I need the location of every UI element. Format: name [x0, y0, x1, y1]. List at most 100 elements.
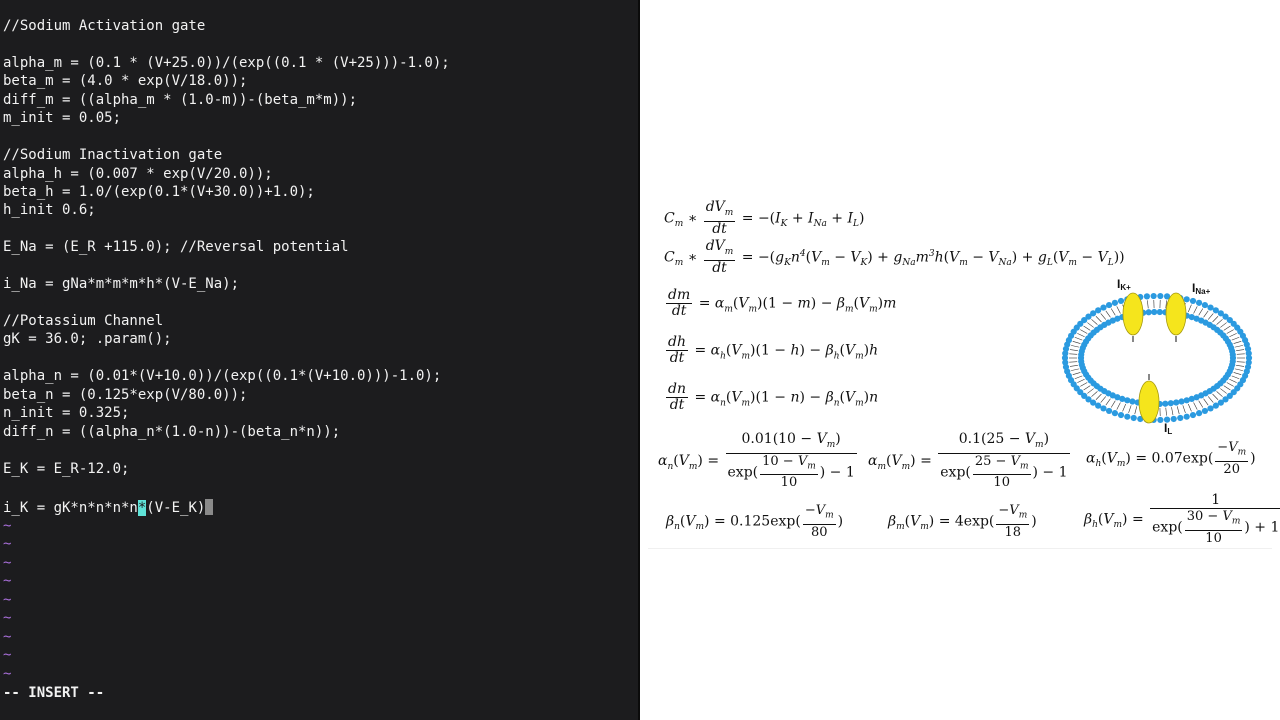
- code-line[interactable]: [3, 257, 450, 275]
- current-line[interactable]: i_K = gK*n*n*n*n*(V-E_K): [3, 499, 214, 517]
- current-line-after: (V-E_K): [146, 500, 206, 516]
- lipid-head: [1100, 304, 1107, 311]
- lipid-tail: [1193, 402, 1198, 410]
- code-line[interactable]: [3, 478, 450, 496]
- code-line[interactable]: alpha_h = (0.007 * exp(V/20.0));: [3, 165, 273, 182]
- lipid-tail: [1233, 372, 1242, 375]
- lipid-tail: [1087, 388, 1094, 394]
- lipid-head: [1222, 396, 1229, 403]
- lipid-tail: [1176, 406, 1180, 415]
- lipid-head: [1081, 317, 1088, 324]
- lipid-head: [1188, 313, 1195, 321]
- lipid-tail: [1100, 396, 1107, 403]
- lipid-head: [1188, 395, 1195, 403]
- lipid-head: [1189, 297, 1197, 305]
- lipid-tail: [1226, 382, 1234, 387]
- lipid-tail: [1074, 337, 1083, 341]
- empty-line-tilde: ~: [3, 591, 12, 608]
- lipid-tail: [1188, 403, 1192, 412]
- empty-line-tilde: ~: [3, 665, 12, 682]
- lipid-tail: [1091, 319, 1098, 325]
- lipid-head: [1117, 297, 1125, 305]
- lipid-head: [1177, 414, 1184, 422]
- lipid-head: [1195, 410, 1203, 417]
- code-line[interactable]: beta_h = 1.0/(exp(0.1*(V+30.0))+1.0);: [3, 183, 315, 200]
- lipid-head: [1114, 315, 1121, 322]
- code-line[interactable]: diff_m = ((alpha_m * (1.0-m))-(beta_m*m)…: [3, 91, 358, 108]
- code-line[interactable]: n_init = 0.325;: [3, 405, 130, 422]
- lipid-tail: [1236, 349, 1245, 352]
- lipid-tail: [1229, 333, 1237, 338]
- code-line[interactable]: gK = 36.0; .param();: [3, 331, 172, 348]
- code-line[interactable]: E_K = E_R-12.0;: [3, 460, 130, 477]
- lipid-tail: [1198, 400, 1204, 408]
- code-line[interactable]: i_Na = gNa*m*m*m*h*(V-E_Na);: [3, 276, 240, 293]
- code-line[interactable]: [3, 128, 450, 146]
- lipid-head: [1061, 354, 1069, 362]
- lipid-tail: [1198, 308, 1204, 316]
- lipid-head: [1183, 397, 1190, 404]
- current-line-before: i_K = gK*n*n*n*n: [3, 500, 138, 516]
- lipid-head: [1117, 411, 1125, 419]
- code-line[interactable]: h_init 0.6;: [3, 202, 96, 219]
- lipid-head: [1229, 351, 1236, 358]
- lipid-head: [1105, 301, 1113, 309]
- lipid-head: [1193, 394, 1200, 401]
- lipid-head: [1085, 396, 1092, 403]
- lipid-head: [1212, 307, 1219, 314]
- lipid-tail: [1147, 300, 1149, 309]
- lipid-head: [1245, 350, 1252, 357]
- code-line[interactable]: [3, 349, 450, 367]
- code-line[interactable]: [3, 35, 450, 53]
- lipid-head: [1119, 395, 1126, 403]
- lipid-head: [1090, 399, 1097, 406]
- lipid-tail: [1233, 341, 1242, 344]
- lipid-tail: [1083, 325, 1091, 331]
- code-line[interactable]: beta_m = (4.0 * exp(V/18.0));: [3, 73, 248, 90]
- code-buffer[interactable]: //Sodium Activation gate alpha_m = (0.1 *…: [3, 17, 450, 496]
- cursor: *: [137, 500, 147, 516]
- code-line[interactable]: [3, 441, 450, 459]
- vim-editor[interactable]: //Sodium Activation gate alpha_m = (0.1 *…: [0, 0, 638, 720]
- lipid-bilayer: [1061, 292, 1253, 424]
- lipid-head: [1130, 414, 1137, 422]
- lipid-tail: [1122, 403, 1126, 412]
- lipid-head: [1178, 398, 1185, 405]
- lipid-tail: [1091, 391, 1098, 397]
- lipid-tail: [1235, 368, 1243, 371]
- code-line[interactable]: [3, 294, 450, 312]
- lipid-tail: [1069, 361, 1078, 363]
- lipid-tail: [1105, 310, 1111, 318]
- code-line[interactable]: alpha_n = (0.01*(V+10.0))/(exp((0.1*(V+1…: [3, 368, 442, 385]
- empty-line-tilde: ~: [3, 628, 12, 645]
- code-line[interactable]: m_init = 0.05;: [3, 110, 122, 127]
- code-line[interactable]: [3, 220, 450, 238]
- lipid-head: [1077, 320, 1084, 327]
- code-line[interactable]: //Potassium Channel: [3, 313, 164, 329]
- lipid-tail: [1165, 407, 1167, 416]
- lipid-head: [1105, 407, 1113, 415]
- lipid-head: [1156, 308, 1163, 316]
- code-line[interactable]: E_Na = (E_R +115.0); //Reversal potentia…: [3, 239, 349, 256]
- pane-divider: [638, 0, 640, 720]
- lipid-tail: [1165, 300, 1167, 309]
- code-line[interactable]: alpha_m = (0.1 * (V+25.0))/(exp((0.1 * (…: [3, 54, 450, 71]
- lipid-tail: [1236, 364, 1245, 367]
- lipid-tail: [1203, 398, 1209, 406]
- lipid-tail: [1087, 322, 1094, 328]
- code-line[interactable]: //Sodium Activation gate: [3, 18, 206, 34]
- lipid-tail: [1193, 306, 1198, 314]
- code-line[interactable]: diff_n = ((alpha_n*(1.0-n))-(beta_n*n));: [3, 423, 341, 440]
- empty-line-tilde: ~: [3, 536, 12, 553]
- lipid-head: [1217, 310, 1224, 317]
- code-line[interactable]: beta_n = (0.125*exp(V/80.0));: [3, 386, 248, 403]
- cursor-block: [205, 499, 214, 515]
- lipid-head: [1150, 292, 1157, 300]
- lipid-head: [1170, 415, 1177, 423]
- lipid-tail: [1110, 400, 1116, 408]
- code-line[interactable]: //Sodium Inactivation gate: [3, 147, 223, 164]
